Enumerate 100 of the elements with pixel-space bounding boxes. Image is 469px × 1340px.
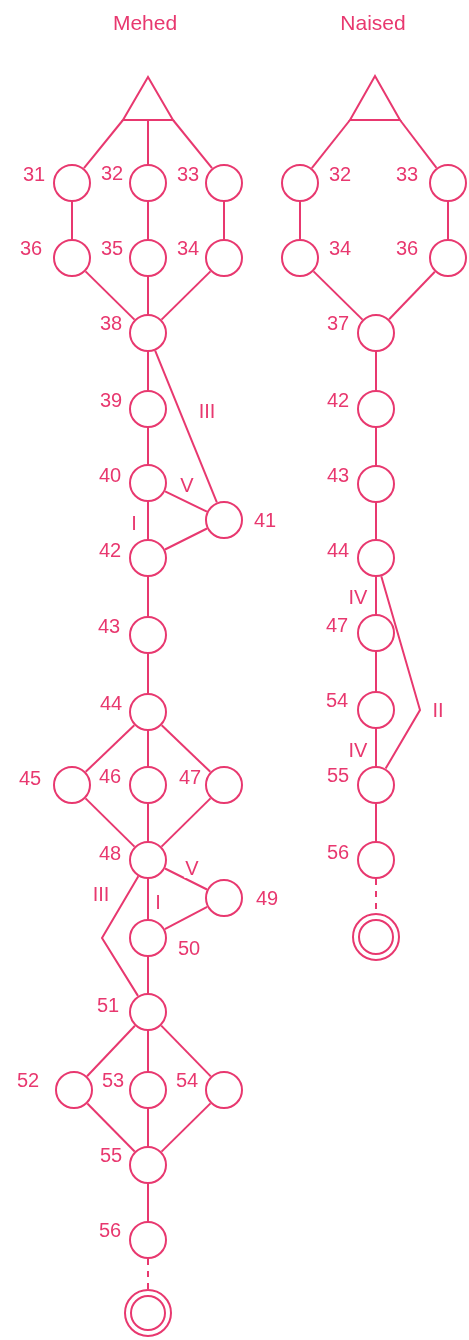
connector-line (147, 1030, 149, 1072)
connector-line (82, 119, 124, 170)
connector-line (147, 276, 149, 315)
node-number: 43 (326, 465, 350, 485)
connector-line (84, 724, 136, 773)
node-number: 32 (100, 163, 124, 183)
connector-line (147, 1258, 149, 1290)
edge-label: II (431, 700, 445, 720)
circle-node (357, 614, 395, 652)
connector-line (163, 905, 209, 931)
circle-node (129, 841, 167, 879)
node-number: 54 (325, 690, 349, 710)
circle-node (129, 239, 167, 277)
node-number: 49 (255, 888, 279, 908)
circle-node (205, 1071, 243, 1109)
connector-line (375, 728, 377, 767)
node-number: 36 (19, 238, 43, 258)
node-number: 34 (328, 238, 352, 258)
circle-node (53, 239, 91, 277)
node-number: 56 (98, 1220, 122, 1240)
connector-line (375, 803, 377, 842)
connector-line (147, 576, 149, 617)
circle-node (53, 164, 91, 202)
circle-node (205, 164, 243, 202)
edge-label: I (130, 513, 138, 533)
node-number: 47 (178, 767, 202, 787)
circle-node (281, 239, 319, 277)
connector-line (160, 1102, 212, 1153)
connector-line (160, 797, 212, 848)
node-number: 32 (328, 164, 352, 184)
node-number: 47 (325, 615, 349, 635)
connector-line (164, 527, 208, 551)
connector-line (375, 576, 377, 615)
circle-node (357, 390, 395, 428)
circle-node (429, 164, 467, 202)
connector-line (100, 875, 140, 997)
connector-line (223, 201, 225, 240)
circle-node (53, 766, 91, 804)
node-number: 55 (326, 765, 350, 785)
node-number: 38 (99, 313, 123, 333)
column-heading: Mehed (112, 11, 178, 33)
circle-node (129, 390, 167, 428)
edge-label: IV (347, 740, 369, 760)
connector-line (147, 956, 149, 994)
triangle-node (121, 75, 175, 122)
connector-line (380, 575, 422, 770)
node-number: 50 (177, 938, 201, 958)
node-number: 52 (16, 1070, 40, 1090)
circle-node (129, 1221, 167, 1259)
circle-node (129, 693, 167, 731)
node-number: 48 (98, 843, 122, 863)
node-number: 43 (97, 616, 121, 636)
double-circle-node (124, 1289, 172, 1337)
node-number: 36 (395, 238, 419, 258)
connector-line (299, 201, 301, 240)
edge-label: III (197, 401, 217, 421)
connector-line (147, 201, 149, 240)
node-number: 55 (99, 1145, 123, 1165)
circle-node (429, 239, 467, 277)
circle-node (357, 841, 395, 879)
connector-line (86, 1024, 136, 1078)
edge-label: I (154, 892, 162, 912)
circle-node (357, 539, 395, 577)
node-number: 42 (98, 540, 122, 560)
circle-node (205, 766, 243, 804)
node-number: 53 (101, 1070, 125, 1090)
connector-line (71, 201, 73, 240)
circle-node (205, 501, 243, 539)
node-number: 44 (99, 693, 123, 713)
connector-line (147, 119, 149, 165)
connector-line (147, 501, 149, 540)
circle-node (129, 766, 167, 804)
node-number: 46 (98, 766, 122, 786)
connector-line (375, 427, 377, 466)
circle-node (357, 691, 395, 729)
connector-line (375, 351, 377, 391)
connector-line (84, 270, 136, 321)
connector-line (84, 797, 136, 848)
connector-line (160, 724, 212, 773)
node-number: 37 (326, 313, 350, 333)
edge-label: III (91, 884, 111, 904)
node-number: 56 (326, 842, 350, 862)
connector-line (447, 201, 449, 240)
circle-node (281, 164, 319, 202)
edge-label: IV (347, 587, 369, 607)
connector-line (172, 119, 214, 170)
connector-line (388, 270, 436, 321)
connector-line (147, 653, 149, 694)
circle-node (129, 993, 167, 1031)
connector-line (310, 119, 351, 170)
node-number: 44 (326, 540, 350, 560)
connector-line (154, 349, 218, 504)
connector-line (147, 803, 149, 842)
node-number: 45 (18, 768, 42, 788)
connector-line (147, 730, 149, 767)
double-circle-node (352, 913, 400, 961)
connector-line (312, 270, 364, 321)
node-number: 51 (96, 995, 120, 1015)
connector-line (399, 119, 438, 169)
node-number: 33 (395, 164, 419, 184)
